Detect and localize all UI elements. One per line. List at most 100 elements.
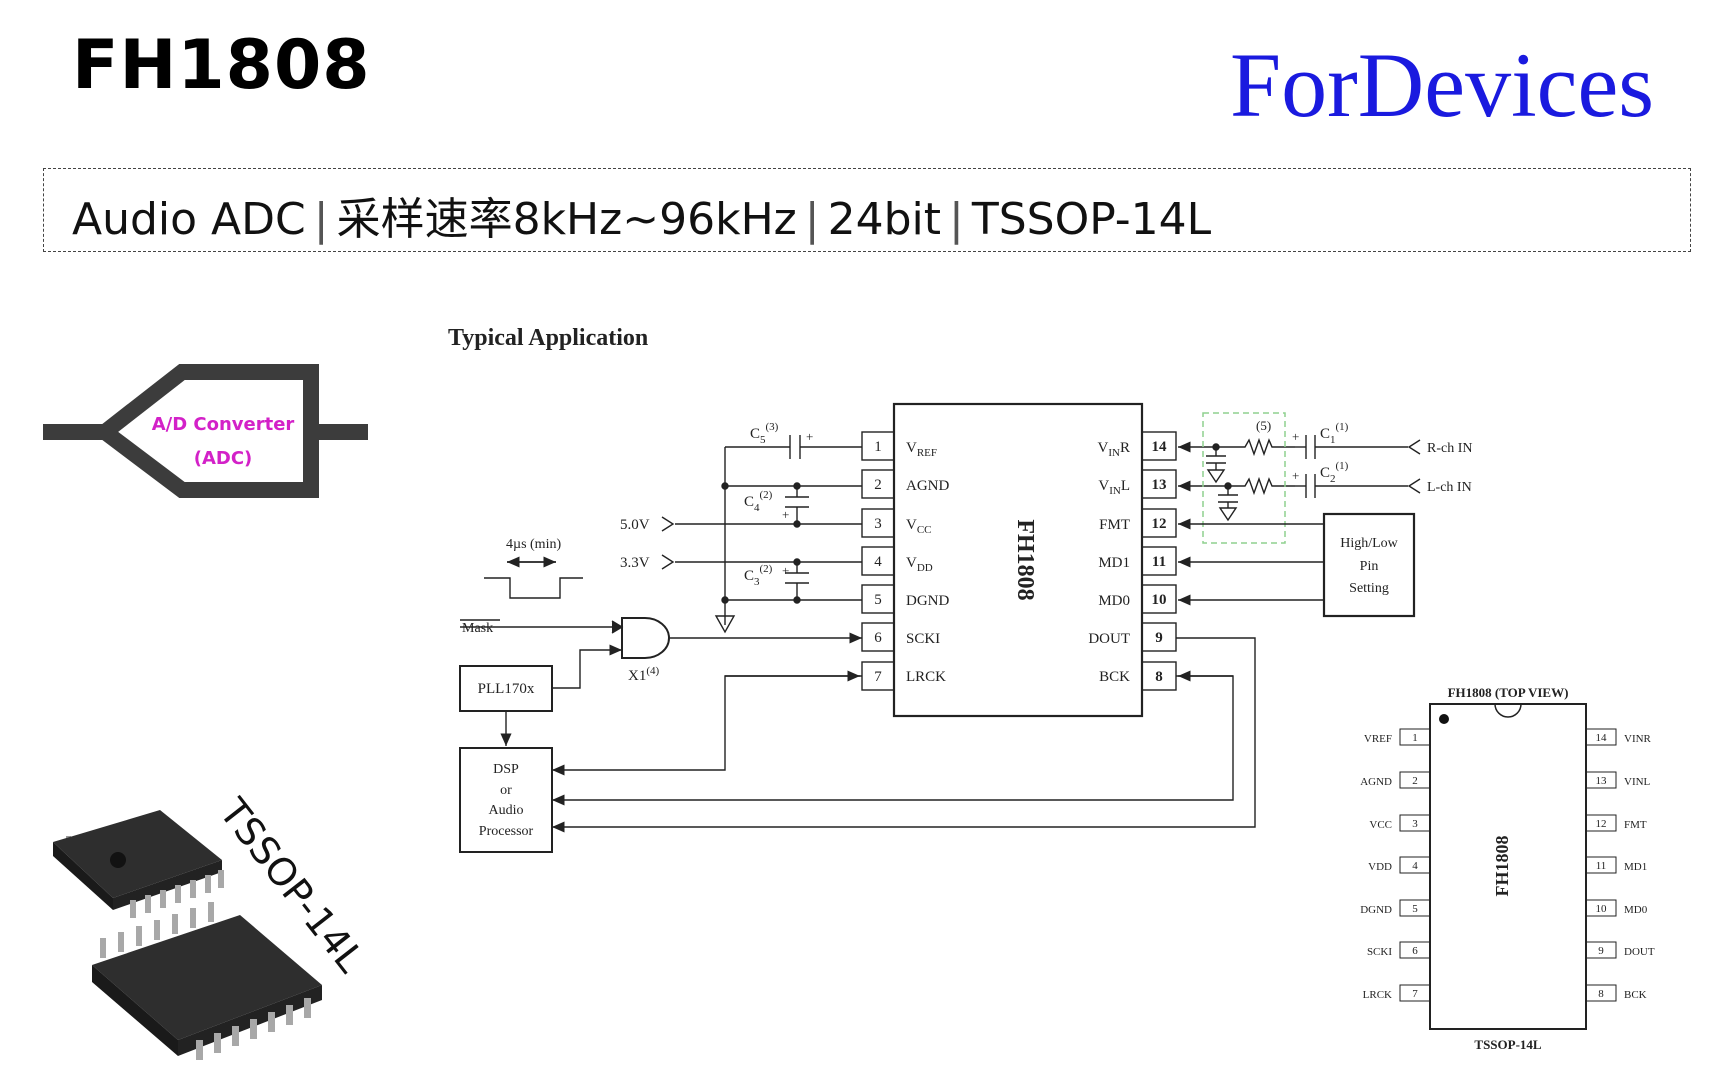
tv-pin-name: VCC — [1369, 819, 1392, 831]
pin-name: FMT — [1099, 517, 1130, 533]
tv-pin-name: VINL — [1624, 776, 1651, 788]
spec-line: Audio ADC|采样速率8kHz~96kHz|24bit|TSSOP-14L — [72, 183, 1211, 247]
dsp-label: Processor — [479, 824, 534, 839]
pin-name: LRCK — [906, 669, 946, 685]
pin-name: VINR — [1098, 440, 1130, 459]
pin-number: 1 — [874, 439, 882, 455]
cap-label-c1: C1(1) — [1320, 421, 1349, 446]
setting-label: Setting — [1349, 581, 1389, 596]
pin-number: 11 — [1152, 554, 1166, 570]
pin-name: AGND — [906, 478, 949, 494]
top-view-chip-label: FH1808 — [1492, 836, 1512, 897]
tv-pin-number: 3 — [1412, 818, 1418, 830]
gate-label: X1(4) — [628, 665, 660, 684]
pin-name: BCK — [1099, 669, 1130, 685]
schematic-text: 1 2 3 4 5 6 7 VREF AGND VCC VDD DGND SCK… — [462, 418, 1473, 839]
package-photo: TSSOP-14L — [53, 790, 373, 1060]
tv-pin-name: VDD — [1368, 861, 1392, 873]
setting-label: High/Low — [1340, 536, 1398, 551]
pin-number: 13 — [1152, 477, 1167, 493]
tv-pin-number: 12 — [1596, 818, 1607, 830]
plus-sign: + — [806, 429, 813, 444]
tv-pin-number: 11 — [1596, 860, 1607, 872]
tv-pin-number: 13 — [1596, 775, 1608, 787]
cap-label-c2: C2(1) — [1320, 460, 1349, 485]
pin-name: DGND — [906, 593, 949, 609]
cap-label-c3: C3(2) — [744, 563, 773, 588]
tv-pin-number: 6 — [1412, 945, 1418, 957]
pin-name: VCC — [906, 517, 932, 536]
tv-pin-number: 9 — [1598, 945, 1604, 957]
top-view-package: TSSOP-14L — [1474, 1037, 1542, 1052]
chip-photo-bottom — [92, 902, 322, 1060]
typical-application-heading: Typical Application — [448, 325, 648, 351]
tv-pin-number: 14 — [1596, 732, 1608, 744]
setting-label: Pin — [1360, 559, 1379, 574]
spec-item-4: TSSOP-14L — [971, 194, 1212, 245]
pulse-label: 4µs (min) — [506, 537, 561, 552]
tv-pin-number: 1 — [1412, 732, 1418, 744]
spec-item-2: 采样速率8kHz~96kHz — [336, 194, 797, 245]
dsp-label: DSP — [493, 762, 519, 777]
tv-pin-name: VINR — [1624, 733, 1652, 745]
pll-label: PLL170x — [478, 681, 535, 697]
pin-name: MD0 — [1098, 593, 1130, 609]
pin-number: 7 — [874, 669, 882, 685]
pin-name: VINL — [1098, 478, 1130, 497]
pin-number: 12 — [1152, 516, 1167, 532]
spec-box: Audio ADC|采样速率8kHz~96kHz|24bit|TSSOP-14L — [43, 168, 1691, 252]
adc-label-line1: A/D Converter — [152, 414, 295, 435]
plus-sign: + — [1292, 468, 1299, 483]
tv-pin-number: 5 — [1412, 903, 1418, 915]
mask-label: Mask — [462, 621, 493, 636]
spec-item-3: 24bit — [827, 194, 941, 245]
tv-pin-name: AGND — [1360, 776, 1392, 788]
adc-symbol: A/D Converter (ADC) — [43, 364, 368, 498]
tv-pin-name: DOUT — [1624, 946, 1655, 958]
tv-pin-name: MD1 — [1624, 861, 1647, 873]
pin-number: 2 — [874, 477, 882, 493]
tv-pin-number: 7 — [1412, 988, 1418, 1000]
tv-pin-number: 4 — [1412, 860, 1418, 872]
optional-filter-group — [1202, 412, 1286, 544]
supply-3v3: 3.3V — [620, 555, 650, 571]
l-ch-input-label: L-ch IN — [1427, 480, 1472, 495]
dsp-label: Audio — [489, 803, 524, 818]
pin-name: MD1 — [1098, 555, 1130, 571]
chip-label: FH1808 — [1012, 519, 1038, 600]
tv-pin-name: FMT — [1624, 819, 1647, 831]
top-view-title: FH1808 (TOP VIEW) — [1448, 685, 1569, 700]
pin-number: 3 — [874, 516, 882, 532]
tv-pin-name: SCKI — [1367, 946, 1392, 958]
tv-pin-name: BCK — [1624, 989, 1647, 1001]
supply-5v: 5.0V — [620, 517, 650, 533]
plus-sign: + — [782, 563, 789, 578]
note-5: (5) — [1256, 418, 1271, 433]
brand-logo: ForDevices — [1230, 34, 1655, 136]
tv-pin-number: 10 — [1596, 903, 1608, 915]
dsp-label: or — [500, 783, 512, 798]
plus-sign: + — [782, 507, 789, 522]
pin-number: 8 — [1155, 669, 1163, 685]
chip-photo-top — [53, 810, 224, 918]
cap-label-c5: C5(3) — [750, 421, 779, 446]
pin-number: 9 — [1155, 630, 1163, 646]
schematic: FH1808 — [459, 402, 1421, 853]
tv-pin-name: LRCK — [1363, 989, 1392, 1001]
pin-setting-box — [1322, 512, 1416, 618]
tv-pin-name: DGND — [1360, 904, 1392, 916]
r-ch-input-label: R-ch IN — [1427, 441, 1473, 456]
top-view: FH1808 (TOP VIEW) FH1808 TSSOP-14L 1 2 3… — [1360, 685, 1655, 1052]
page-title: FH1808 — [72, 26, 371, 105]
cap-label-c4: C4(2) — [744, 489, 773, 514]
tv-pin-number: 8 — [1598, 988, 1604, 1000]
plus-sign: + — [1292, 429, 1299, 444]
pin-name: VREF — [906, 440, 937, 459]
tv-pin-name: MD0 — [1624, 904, 1648, 916]
spec-separator: | — [313, 194, 329, 245]
spec-item-1: Audio ADC — [72, 194, 306, 245]
pin-number: 4 — [874, 554, 882, 570]
pin-name: SCKI — [906, 631, 940, 647]
tv-pin-name: VREF — [1364, 733, 1392, 745]
and-gate — [621, 617, 670, 659]
